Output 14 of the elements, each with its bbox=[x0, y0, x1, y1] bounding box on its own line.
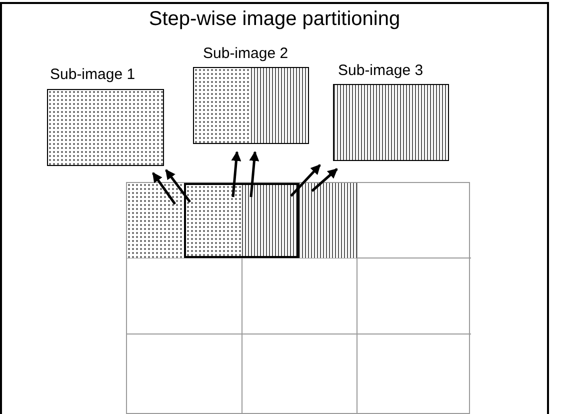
grid-box bbox=[126, 182, 470, 414]
arrow bbox=[290, 164, 321, 197]
diagram-title: Step-wise image partitioning bbox=[148, 8, 402, 31]
arrow bbox=[152, 172, 176, 205]
dotted-region bbox=[127, 183, 184, 258]
arrow bbox=[231, 151, 242, 198]
arrow bbox=[165, 169, 191, 203]
striped-region bbox=[299, 183, 357, 258]
arrow bbox=[249, 151, 260, 198]
image-heading: Sub-image 2 bbox=[203, 45, 288, 62]
arrow bbox=[311, 168, 338, 192]
image-heading: Sub-image 3 bbox=[338, 62, 424, 79]
image-heading: Sub-image 1 bbox=[50, 66, 136, 83]
window-frame bbox=[184, 183, 299, 258]
